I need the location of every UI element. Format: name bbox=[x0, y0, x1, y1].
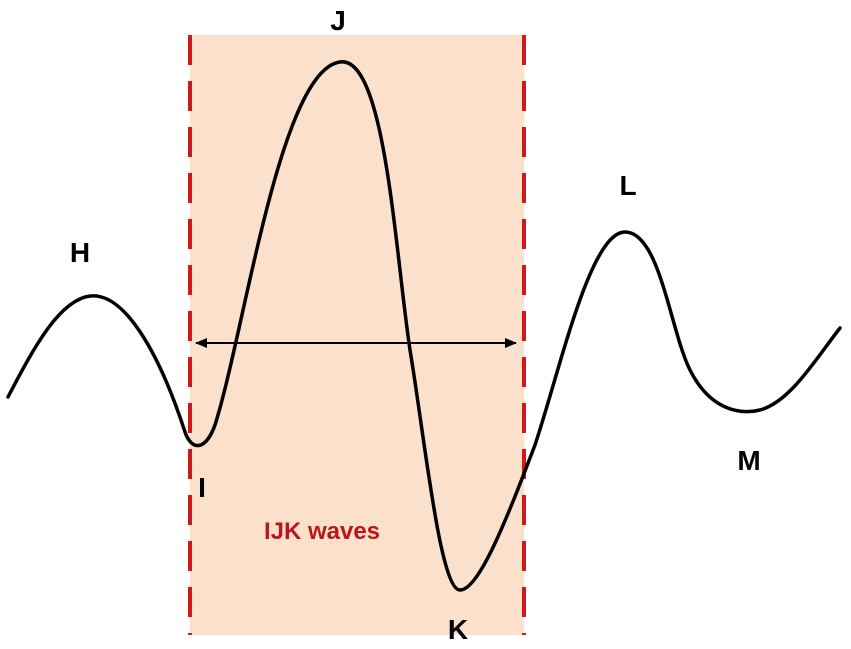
bcg-waveform bbox=[6, 60, 842, 592]
label-l: L bbox=[619, 170, 636, 201]
label-h: H bbox=[70, 237, 90, 268]
label-i: I bbox=[198, 472, 206, 503]
label-k: K bbox=[448, 614, 468, 645]
label-m: M bbox=[737, 445, 760, 476]
label-j: J bbox=[330, 5, 346, 36]
ijk-region bbox=[190, 35, 524, 635]
region-label: IJK waves bbox=[264, 518, 380, 545]
